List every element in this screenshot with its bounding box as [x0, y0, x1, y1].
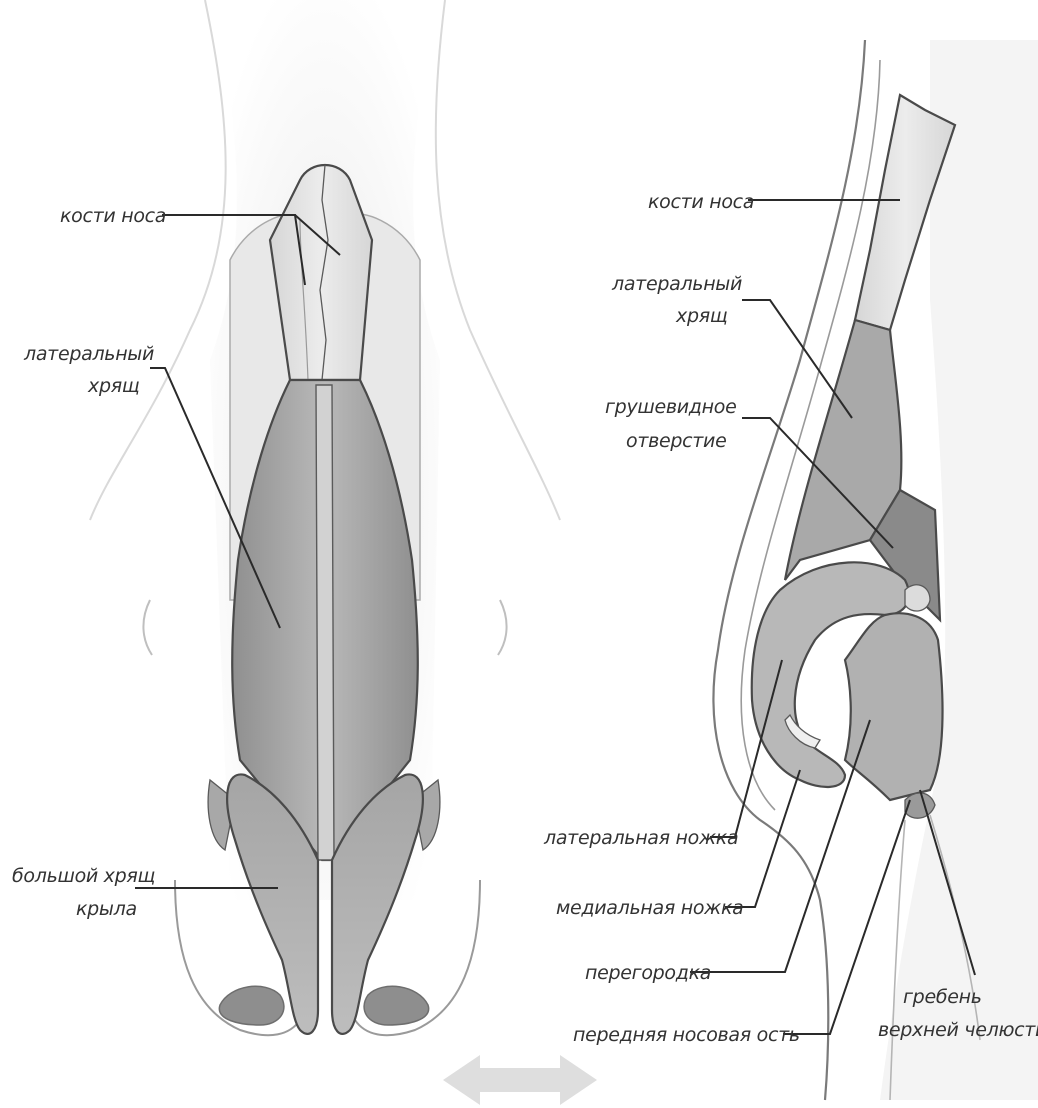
left-cheek-mark [143, 600, 152, 655]
label-side-piriform-2: отверстие [626, 430, 727, 452]
label-side-nasal-spine: передняя носовая ость [573, 1024, 800, 1046]
label-side-nasal-bones: кости носа [648, 191, 754, 213]
front-nostril-right [364, 986, 429, 1025]
label-front-lateral-cartilage-1: латеральный [23, 343, 154, 365]
leader-side-nasal-spine [783, 800, 910, 1034]
side-view: кости носа латеральный хрящ грушевидное … [543, 40, 1038, 1100]
side-sesamoid [905, 585, 930, 611]
label-side-lateral-crus: латеральная ножка [543, 827, 738, 849]
label-side-medial-crus: медиальная ножка [556, 897, 744, 919]
double-arrow-icon [443, 1055, 597, 1105]
label-front-alar-cartilage-2: крыла [76, 898, 137, 920]
label-front-nasal-bones: кости носа [60, 205, 166, 227]
label-front-lateral-cartilage-2: хрящ [87, 375, 139, 397]
front-nostril-left [219, 986, 284, 1025]
label-side-lateral-cartilage-2: хрящ [675, 305, 727, 327]
label-side-maxillary-crest-1: гребень [903, 986, 982, 1008]
label-side-lateral-cartilage-1: латеральный [611, 273, 742, 295]
label-side-piriform-1: грушевидное [605, 396, 736, 418]
front-view: кости носа латеральный хрящ большой хрящ… [12, 0, 560, 1035]
front-septum-strip [316, 385, 334, 860]
side-septum-body [845, 613, 943, 800]
label-side-maxillary-crest-2: верхней челюсти [878, 1019, 1038, 1041]
right-cheek-mark [498, 600, 507, 655]
label-front-alar-cartilage-1: большой хрящ [12, 865, 155, 887]
label-side-septum: перегородка [585, 962, 711, 984]
